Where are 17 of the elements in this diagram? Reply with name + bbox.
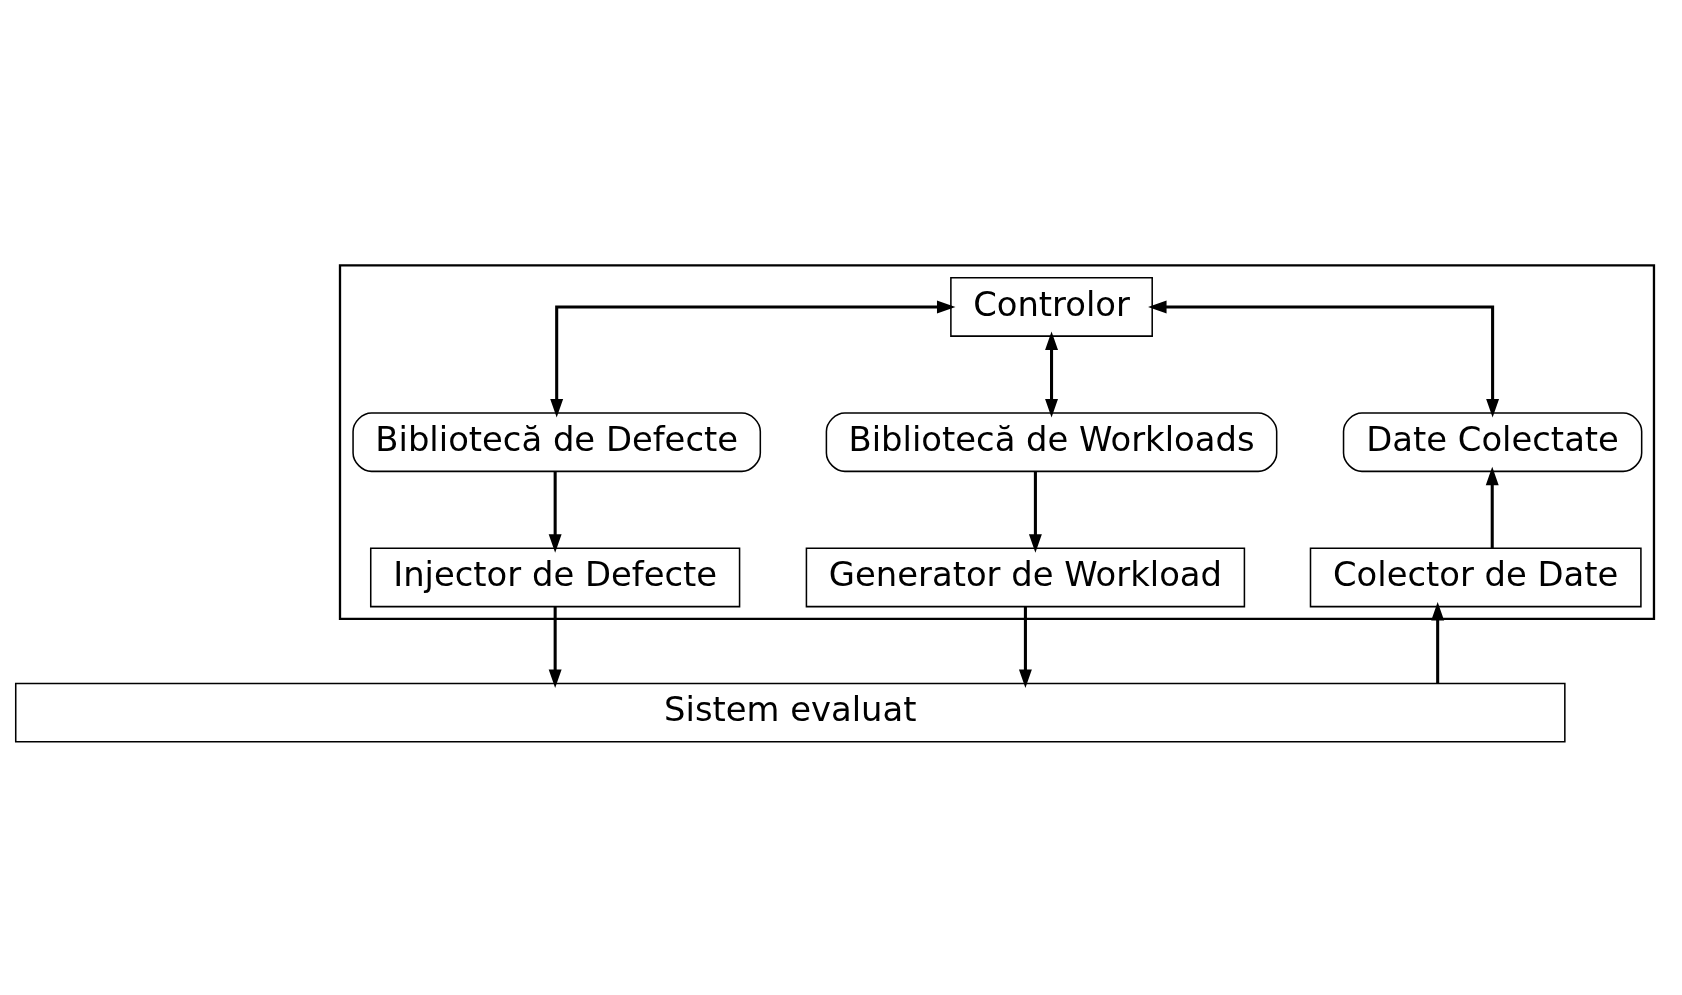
node-box: Injector de Defecte	[369, 547, 741, 608]
arrow	[548, 606, 562, 688]
arrow	[550, 300, 956, 418]
arrow	[1148, 300, 1500, 418]
node-box: Date Colectate	[1342, 412, 1643, 473]
node-box: Colector de Date	[1309, 547, 1642, 608]
arrow	[1431, 602, 1445, 684]
arrow	[1045, 331, 1058, 418]
node-box: Sistem evaluat	[14, 682, 1566, 743]
arrow	[1018, 606, 1032, 688]
node-box: Generator de Workload	[805, 547, 1246, 608]
node-box: Bibliotecă de Defecte	[352, 412, 762, 473]
node-box: Bibliotecă de Workloads	[825, 412, 1278, 473]
arrow	[1485, 466, 1499, 549]
node-box: Controlor	[950, 276, 1153, 337]
arrow	[1028, 471, 1042, 553]
arrow	[548, 471, 562, 553]
